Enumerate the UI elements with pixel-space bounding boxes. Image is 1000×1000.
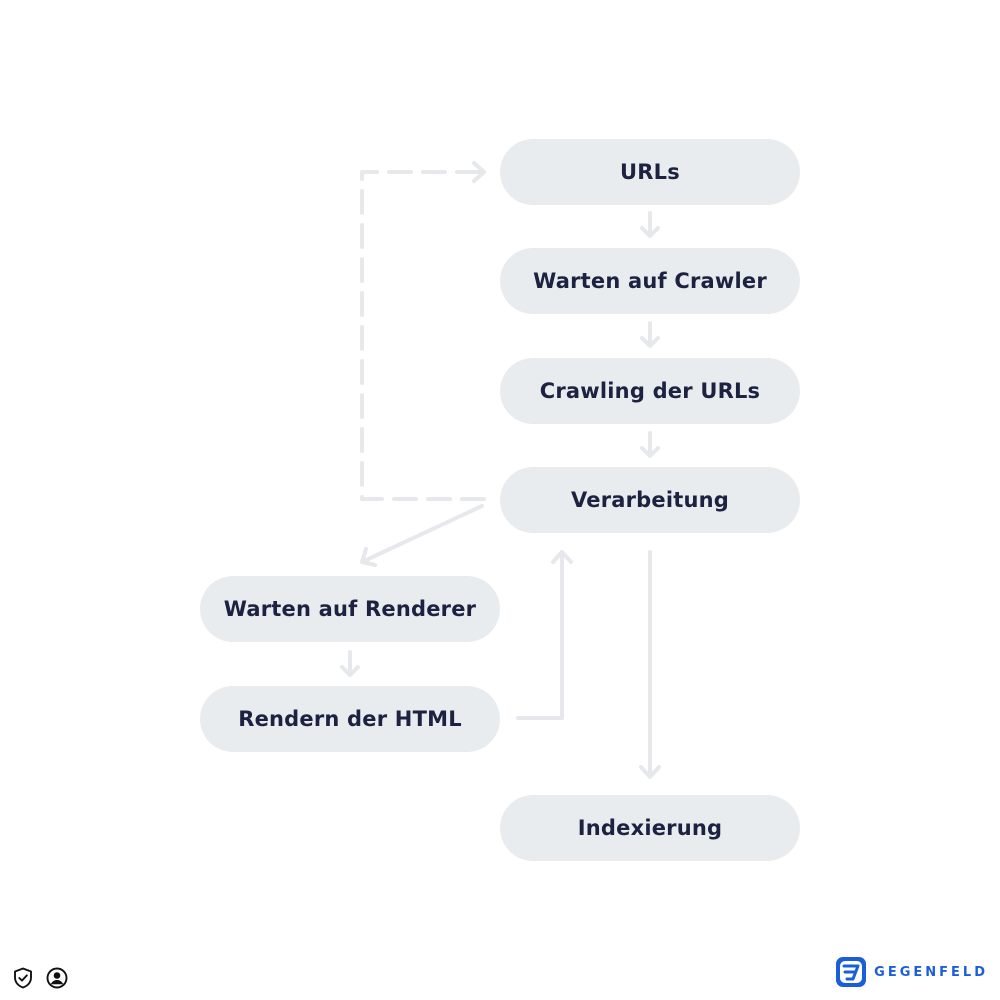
user-circle-icon[interactable] [45, 966, 69, 990]
node-waiting-renderer-label: Warten auf Renderer [223, 597, 477, 621]
arrow-processing-to-indexing [639, 550, 661, 779]
brand-logo-text: GEGENFELD [874, 964, 988, 980]
node-waiting-crawler-label: Warten auf Crawler [533, 269, 767, 293]
node-crawling: Crawling der URLs [500, 358, 800, 424]
node-rendering: Rendern der HTML [200, 686, 500, 752]
arrow-urls-to-wait-crawler [640, 211, 660, 238]
node-crawling-label: Crawling der URLs [539, 379, 761, 403]
arrow-render-to-processing [516, 550, 573, 720]
node-waiting-renderer: Warten auf Renderer [200, 576, 500, 642]
node-urls: URLs [500, 139, 800, 205]
arrow-wait-renderer-to-render [340, 650, 360, 677]
node-processing-label: Verarbeitung [570, 488, 730, 512]
node-urls-label: URLs [620, 160, 680, 184]
arrow-wait-crawler-to-crawling [640, 321, 660, 348]
node-indexing-label: Indexierung [577, 816, 723, 840]
brand-logo: GEGENFELD [834, 955, 988, 989]
arrow-crawling-to-processing [640, 431, 660, 458]
node-processing: Verarbeitung [500, 467, 800, 533]
node-rendering-label: Rendern der HTML [238, 707, 462, 731]
brand-logo-mark-icon [836, 957, 867, 987]
shield-check-icon[interactable] [11, 966, 35, 990]
dashed-loop-processing-to-urls [360, 161, 486, 501]
node-waiting-crawler: Warten auf Crawler [500, 248, 800, 314]
arrow-processing-to-wait-renderer [360, 504, 484, 567]
node-indexing: Indexierung [500, 795, 800, 861]
